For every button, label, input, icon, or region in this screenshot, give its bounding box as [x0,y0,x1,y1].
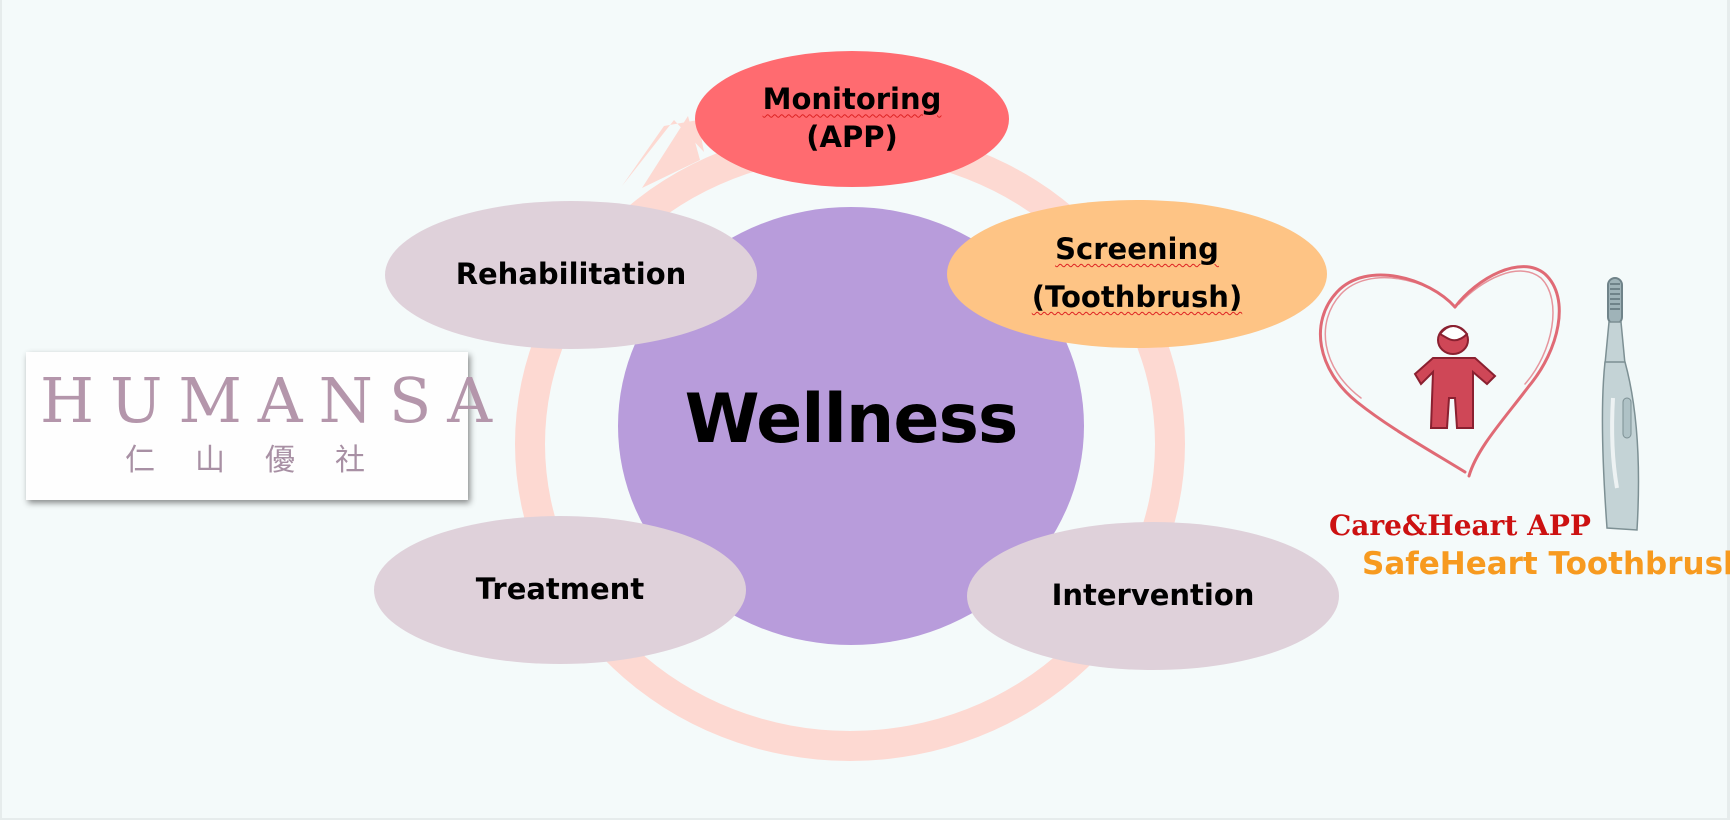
node-intervention: Intervention [967,522,1339,670]
node-screening-title: Screening [1055,232,1219,267]
logo-name-en: HUMANSA [40,364,509,437]
toothbrush-icon [1601,277,1640,531]
logo-name-zh: 仁山優社 [125,443,405,478]
node-rehabilitation: Rehabilitation [385,201,757,349]
toothbrush-caption: SafeHeart Toothbrush [1362,546,1730,582]
node-rehabilitation-label: Rehabilitation [455,257,687,292]
app-caption: Care&Heart APP [1329,509,1591,542]
node-screening-subtitle: (Toothbrush) [1031,280,1243,314]
node-monitoring-title: Monitoring [762,82,942,117]
node-monitoring: Monitoring (APP) [695,51,1009,187]
node-monitoring-subtitle: (APP) [806,120,898,154]
humansa-logo: HUMANSA 仁山優社 [26,352,509,500]
heart-outline-icon [1318,265,1561,478]
node-treatment: Treatment [374,516,746,664]
node-intervention-label: Intervention [1051,578,1255,613]
wellness-label: Wellness [684,379,1019,459]
child-figure-icon [1413,325,1497,429]
node-screening: Screening (Toothbrush) [947,200,1327,348]
product-illustration [1318,265,1640,531]
node-treatment-label: Treatment [475,572,645,607]
